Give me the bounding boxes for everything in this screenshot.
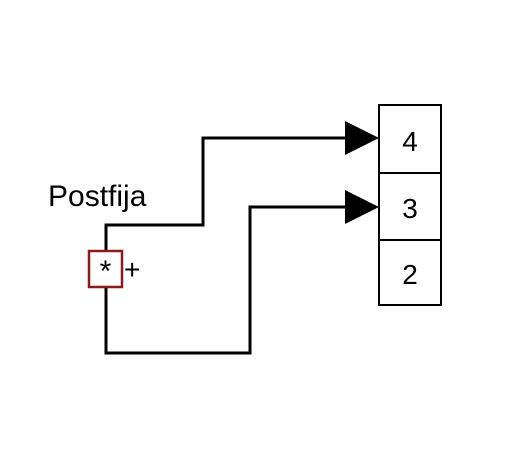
next-symbol: + — [124, 254, 140, 285]
connector-line-to-top-cell — [104, 136, 345, 251]
arrowhead-to-top-cell — [345, 121, 379, 155]
stack-cell-middle-value: 3 — [402, 193, 418, 224]
stack: 4 3 2 — [378, 104, 442, 306]
expression-title: Postfija — [48, 180, 147, 213]
current-symbol-box: * — [87, 249, 124, 289]
stack-cell-middle: 3 — [378, 172, 442, 241]
current-symbol: * — [100, 255, 112, 288]
stack-cell-bottom: 2 — [378, 239, 442, 306]
stack-cell-bottom-value: 2 — [402, 259, 418, 290]
arrowhead-to-middle-cell — [345, 190, 379, 224]
stack-cell-top-value: 4 — [402, 126, 418, 157]
connector-line-to-middle-cell — [104, 205, 345, 355]
stack-cell-top: 4 — [378, 104, 442, 174]
